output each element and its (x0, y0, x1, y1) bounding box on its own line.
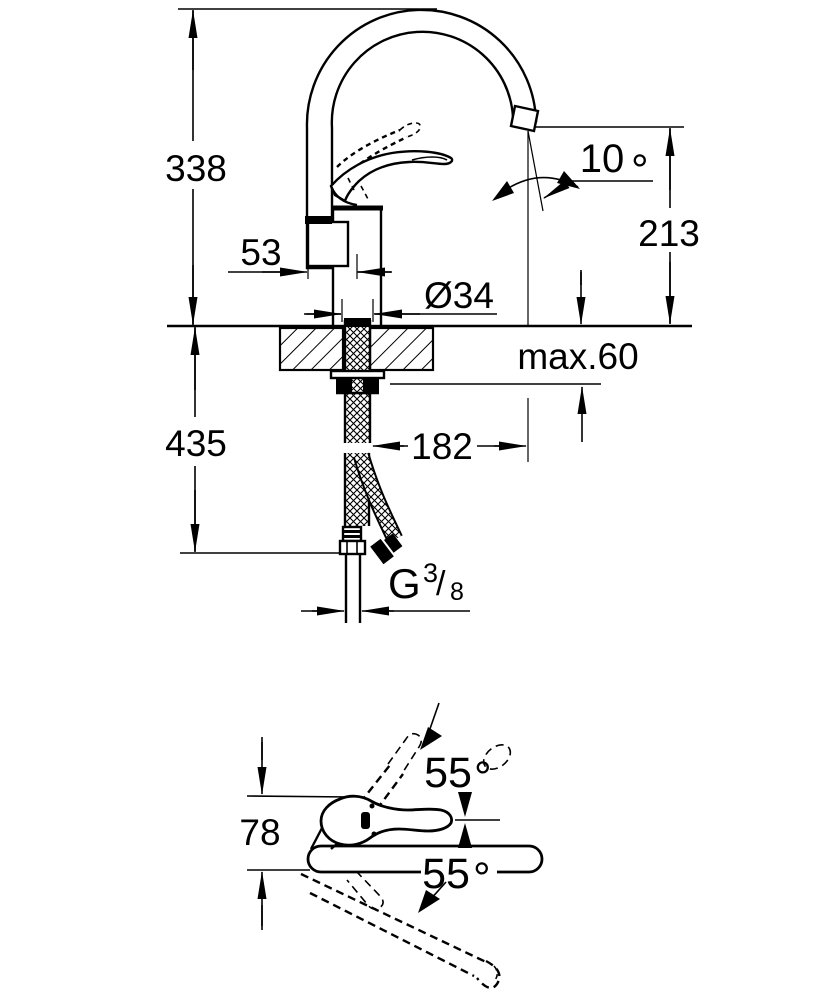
angle-arrowhead-upper (458, 792, 472, 817)
handle-rotated-up-dashed (351, 732, 512, 821)
overall-height-dimension: 338 (159, 10, 233, 325)
dashed-lever-tip (387, 732, 423, 773)
dashed-lever-edge (300, 872, 487, 964)
handle-top-view (319, 794, 453, 847)
body-depth-dimension: 78 (239, 737, 281, 930)
label-background (633, 208, 704, 252)
angle-arrowhead (418, 890, 440, 913)
swivel-up-degree: ° (474, 753, 492, 802)
base-offset-dimension: 53 (228, 232, 392, 279)
overall-height-label: 338 (165, 148, 227, 189)
mounting-nut-left (336, 378, 352, 393)
leader-arrow (543, 180, 570, 199)
handle-cap-edge (329, 185, 358, 207)
mounting-washer (329, 369, 386, 380)
label-background (421, 851, 497, 893)
handle-hidden-line (347, 177, 355, 191)
below-counter-label: 435 (165, 423, 227, 464)
dashed-lever-edge (309, 891, 475, 978)
handle-lever-inner-line (411, 156, 448, 161)
label-background (159, 141, 233, 187)
spout-tilt-line (527, 130, 544, 212)
thread-label-g: G (388, 560, 421, 607)
dashed-tip-detail (493, 965, 499, 981)
shank-top-gasket (344, 318, 371, 327)
handle-rotated-down-dashed (300, 870, 501, 990)
side-view: 338 435 213 10 ° (159, 8, 704, 623)
depth-top-reference-line (246, 795, 353, 798)
projection-label: 182 (411, 426, 473, 467)
straight-fitting-rib (341, 525, 363, 543)
handle-body-joint (309, 827, 339, 850)
handle-mark (361, 812, 370, 829)
riser-boss (306, 220, 350, 268)
handle-side (329, 122, 454, 207)
handle-dot (371, 831, 377, 837)
mounting-nut-right (363, 378, 379, 393)
counter-thickness-label: max.60 (517, 336, 638, 377)
dashed-tip-oval (482, 744, 512, 770)
counter-thickness-dimension: max.60 (517, 270, 639, 442)
spout-angle-degree: ° (631, 146, 649, 195)
swivel-up-dimension: 55 ° (420, 702, 492, 802)
spout-height-label: 213 (638, 213, 700, 254)
swivel-down-label: 55 (422, 850, 470, 898)
handle-lever (329, 150, 454, 203)
spout-angle-label: 10 (580, 137, 625, 181)
swivel-up-label: 55 (424, 749, 472, 797)
dashed-lever-inner (346, 870, 384, 910)
swivel-arrowhead-right (557, 171, 580, 189)
swivel-arrowhead-left (492, 181, 514, 201)
curved-hose-braid (354, 453, 401, 542)
fitting-nut (370, 538, 394, 565)
shank-diameter-label: Ø34 (424, 275, 494, 316)
riser-seat (305, 216, 332, 224)
dashed-lever-edge (368, 773, 404, 821)
spout-outlet-mousseur (509, 104, 540, 133)
spout-angle-dimension: 10 ° (543, 137, 653, 199)
handle-raised-dashed-tip (399, 122, 421, 138)
fitting-rib-band (344, 535, 360, 538)
handle-hidden-line (360, 185, 369, 200)
angle-arrowhead-lower (458, 823, 472, 848)
thread-label-slash: / (436, 565, 446, 603)
countertop-hatch-left (278, 326, 345, 372)
dashed-lever-edge (351, 764, 391, 814)
countertop-hatch-right (368, 326, 435, 372)
spout-height-dimension: 213 (633, 128, 704, 324)
body-depth-label: 78 (239, 812, 280, 853)
handle-raised-dashed-line (336, 128, 401, 168)
projection-dimension: 182 (372, 426, 527, 467)
top-view: 78 (239, 702, 544, 990)
swivel-down-dimension: 55 ° (418, 850, 491, 913)
fitting-rib (383, 533, 403, 553)
curved-hose-fitting (370, 533, 403, 565)
fitting-rib-band (344, 530, 360, 533)
base-offset-label: 53 (240, 232, 281, 273)
below-counter-dimension: 435 (161, 327, 231, 552)
angle-arrowhead (420, 727, 442, 750)
label-background (161, 417, 231, 463)
handle-raised-dashed-line (345, 135, 408, 176)
dashed-lever-tip (476, 959, 501, 990)
swivel-down-degree: ° (473, 854, 491, 903)
handle-dot (369, 803, 375, 809)
shank-diameter-dimension: Ø34 (304, 275, 497, 322)
thread-label-sub: 8 (450, 578, 464, 606)
thread-label-sup: 3 (423, 558, 438, 588)
straight-fitting-nut (338, 539, 367, 556)
thread-dimension: G 3 / 8 (301, 558, 470, 616)
